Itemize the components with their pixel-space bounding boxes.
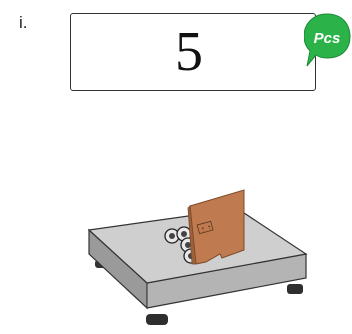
scale-foot-front-left <box>146 314 168 325</box>
scale-foot-front-right <box>287 284 303 294</box>
step-label: i. <box>19 13 28 33</box>
scale-illustration: ⇡ ⇡ <box>80 182 330 329</box>
unit-badge: Pcs <box>304 13 352 77</box>
display-value: 5 <box>71 22 307 82</box>
unit-label: Pcs <box>304 30 350 47</box>
cardboard-box: ⇡ ⇡ <box>188 190 244 264</box>
weight-display: 5 <box>70 13 316 91</box>
